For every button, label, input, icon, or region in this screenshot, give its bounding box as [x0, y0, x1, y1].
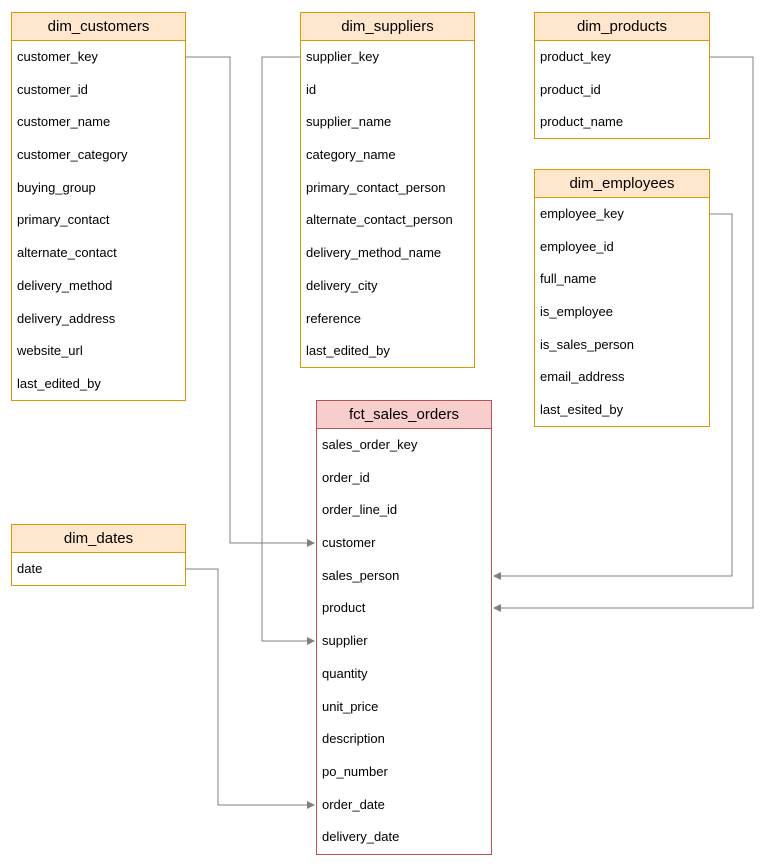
field-order-line-id: order_line_id — [322, 502, 398, 518]
field-reference: reference — [306, 310, 361, 326]
field-list: product_key product_id product_name — [535, 41, 709, 139]
field-delivery-date: delivery_date — [322, 829, 400, 845]
field-delivery-method: delivery_method — [17, 277, 113, 293]
field-quantity: quantity — [322, 665, 368, 681]
field-primary-contact-person: primary_contact_person — [306, 179, 446, 195]
field-delivery-city: delivery_city — [306, 277, 378, 293]
table-title: dim_dates — [12, 525, 185, 553]
field-product-name: product_name — [540, 114, 624, 130]
field-id: id — [306, 81, 317, 97]
field-customer-category: customer_category — [17, 147, 128, 163]
field-sales-order-key: sales_order_key — [322, 437, 418, 452]
field-date: date — [17, 561, 43, 576]
field-last-esited-by: last_esited_by — [540, 402, 624, 418]
field-employee-id: employee_id — [540, 238, 614, 254]
table-fct-sales-orders[interactable]: fct_sales_orders sales_order_key order_id… — [316, 400, 492, 855]
field-full-name: full_name — [540, 271, 597, 287]
field-customer: customer — [322, 535, 376, 551]
field-delivery-address: delivery_address — [17, 310, 116, 326]
field-email-address: email_address — [540, 369, 625, 385]
field-customer-key: customer_key — [17, 49, 98, 64]
field-website-url: website_url — [17, 343, 83, 359]
field-last-edited-by: last_edited_by — [306, 343, 390, 359]
field-is-sales-person: is_sales_person — [540, 336, 634, 352]
field-sales-person: sales_person — [322, 567, 400, 583]
field-category-name: category_name — [306, 147, 396, 163]
field-product-key: product_key — [540, 49, 611, 64]
field-supplier-key: supplier_key — [306, 49, 379, 64]
table-title: dim_suppliers — [301, 13, 474, 41]
connector-customer — [186, 56, 315, 547]
field-customer-id: customer_id — [17, 81, 88, 97]
field-unit-price: unit_price — [322, 698, 379, 714]
field-list: employee_key employee_id full_name is_emplo… — [535, 198, 709, 427]
field-product-id: product_id — [540, 81, 601, 97]
field-primary-contact: primary_contact — [17, 212, 110, 228]
connector-order-date — [186, 568, 315, 809]
field-is-employee: is_employee — [540, 304, 613, 320]
field-employee-key: employee_key — [540, 206, 624, 221]
field-alternate-contact-person: alternate_contact_person — [306, 212, 453, 228]
table-dim-dates[interactable]: dim_dates date — [11, 524, 186, 586]
table-title: dim_products — [535, 13, 709, 41]
field-description: description — [322, 731, 385, 747]
table-title: fct_sales_orders — [317, 401, 491, 429]
field-supplier: supplier — [322, 633, 368, 649]
field-order-date: order_date — [322, 796, 385, 812]
field-last-edited-by: last_edited_by — [17, 375, 101, 391]
field-order-id: order_id — [322, 469, 370, 485]
table-title: dim_customers — [12, 13, 185, 41]
field-list: date — [12, 553, 185, 586]
field-supplier-name: supplier_name — [306, 114, 392, 130]
field-alternate-contact: alternate_contact — [17, 245, 117, 261]
table-title: dim_employees — [535, 170, 709, 198]
field-product: product — [322, 600, 366, 616]
field-po-number: po_number — [322, 763, 388, 779]
field-customer-name: customer_name — [17, 114, 111, 130]
field-buying-group: buying_group — [17, 179, 96, 195]
field-delivery-method-name: delivery_method_name — [306, 245, 442, 261]
